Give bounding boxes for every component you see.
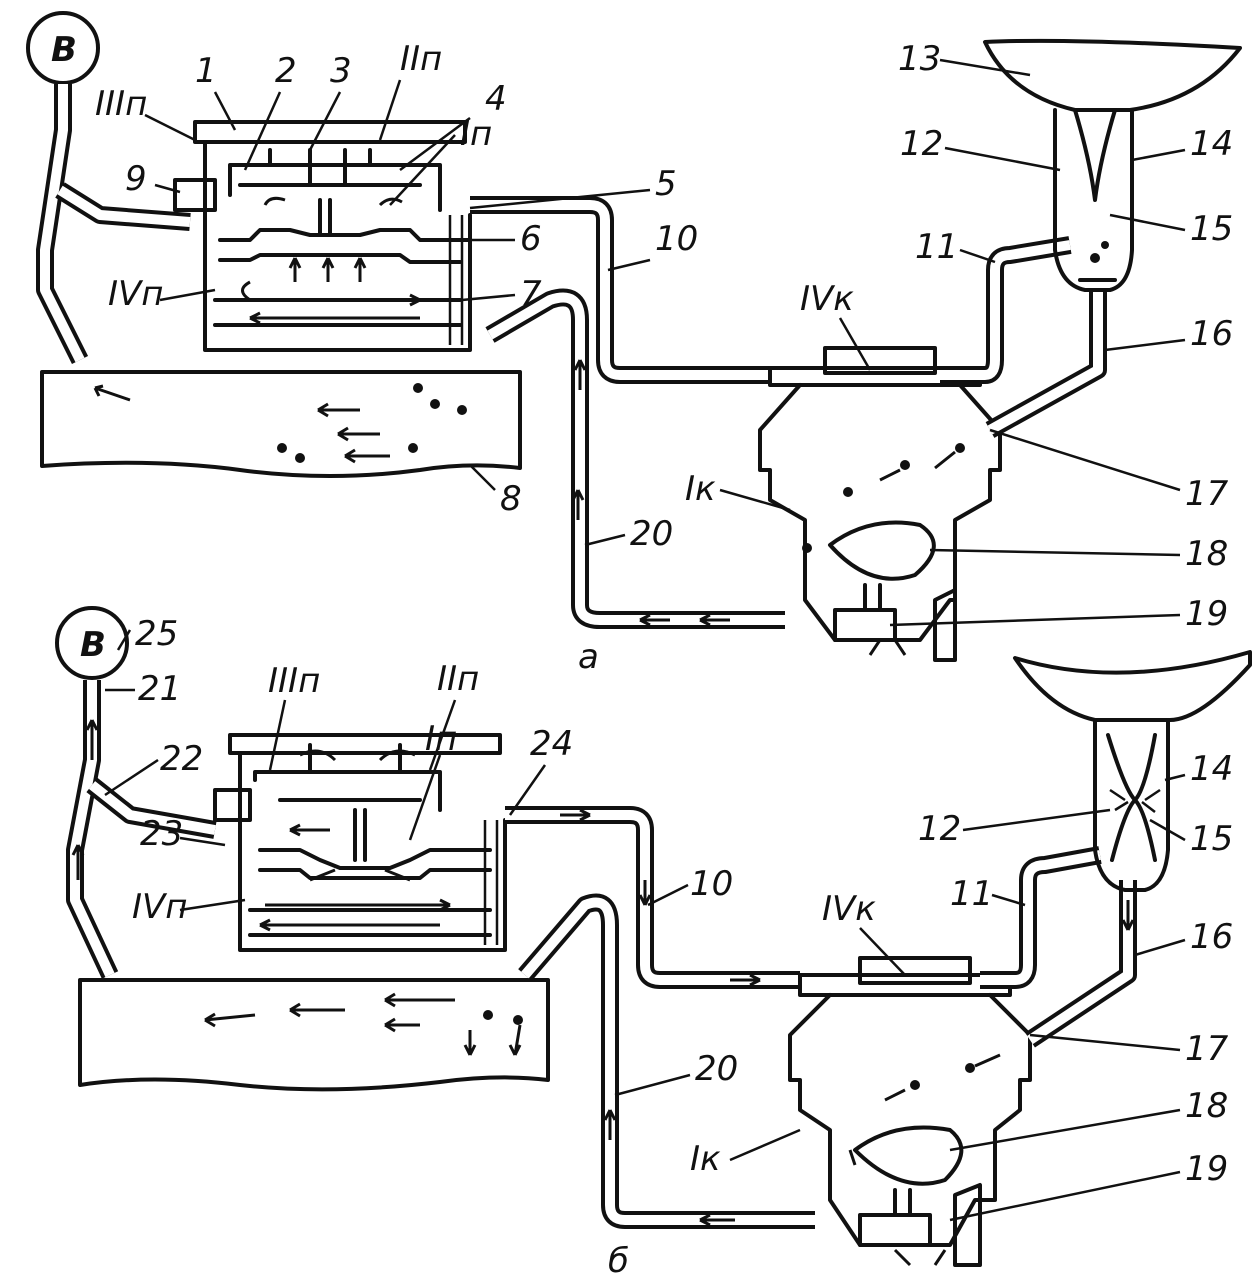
label-14: 14 bbox=[1190, 124, 1233, 164]
label-11: 11 bbox=[915, 227, 958, 267]
label-14-b: 14 bbox=[1190, 749, 1233, 789]
label-25: 25 bbox=[135, 614, 178, 654]
label-chamber-2p: IIп bbox=[400, 39, 442, 79]
caption-a: а bbox=[578, 637, 599, 677]
intake-funnel-a bbox=[983, 38, 1242, 292]
gauge-label: B bbox=[51, 30, 77, 70]
intake-funnel-b bbox=[1013, 650, 1252, 892]
labels-a: 1 2 3 4 5 6 7 8 9 10 11 12 13 14 15 16 1… bbox=[95, 39, 1233, 677]
block-flow-arrows-a bbox=[93, 384, 390, 464]
label-chamber-4p: IVп bbox=[108, 274, 164, 314]
separator-b bbox=[788, 956, 1032, 1267]
label-24: 24 bbox=[530, 724, 573, 764]
label-12: 12 bbox=[900, 124, 943, 164]
label-5: 5 bbox=[655, 164, 677, 204]
label-16-b: 16 bbox=[1190, 917, 1233, 957]
label-chamber-4k-b: IVк bbox=[822, 889, 876, 929]
label-12-b: 12 bbox=[918, 809, 961, 849]
label-2: 2 bbox=[275, 51, 297, 91]
label-21: 21 bbox=[138, 669, 181, 709]
label-9: 9 bbox=[125, 159, 147, 199]
label-chamber-3p: IIIп bbox=[95, 84, 147, 124]
label-18-b: 18 bbox=[1185, 1086, 1228, 1126]
caption-b: б bbox=[608, 1241, 629, 1277]
label-15-b: 15 bbox=[1190, 819, 1233, 859]
gauge-label-b: B bbox=[80, 625, 106, 665]
label-11-b: 11 bbox=[950, 874, 993, 914]
label-chamber-1p: Iп bbox=[460, 114, 492, 154]
label-20-b: 20 bbox=[695, 1049, 738, 1089]
label-19-b: 19 bbox=[1185, 1149, 1228, 1189]
label-3: 3 bbox=[330, 51, 352, 91]
gauge-b: B bbox=[55, 606, 129, 680]
label-18: 18 bbox=[1185, 534, 1228, 574]
regulator-a bbox=[173, 120, 472, 352]
labels-b: 25 21 22 23 24 10 11 12 14 15 16 17 18 1… bbox=[132, 614, 1233, 1277]
label-15: 15 bbox=[1190, 209, 1233, 249]
label-20: 20 bbox=[630, 514, 673, 554]
label-13: 13 bbox=[898, 39, 941, 79]
label-19: 19 bbox=[1185, 594, 1228, 634]
label-8: 8 bbox=[500, 479, 522, 519]
panel-a: B bbox=[26, 11, 1242, 677]
label-chamber-1k-b: Iк bbox=[690, 1139, 721, 1179]
label-17: 17 bbox=[1185, 474, 1229, 514]
label-10-b: 10 bbox=[690, 864, 733, 904]
label-chamber-4p-b: IVп bbox=[132, 887, 188, 927]
engine-block-a bbox=[40, 370, 522, 478]
label-16: 16 bbox=[1190, 314, 1233, 354]
label-chamber-3p-b: IIIп bbox=[268, 661, 320, 701]
label-7: 7 bbox=[520, 274, 542, 314]
label-chamber-4k: IVк bbox=[800, 279, 854, 319]
label-chamber-1k: Iк bbox=[685, 469, 716, 509]
label-22: 22 bbox=[160, 739, 203, 779]
regulator-b bbox=[213, 733, 507, 952]
label-10: 10 bbox=[655, 219, 698, 259]
label-23: 23 bbox=[140, 814, 183, 854]
label-17-b: 17 bbox=[1185, 1029, 1229, 1069]
gauge-a: B bbox=[26, 11, 100, 85]
panel-b: B bbox=[55, 606, 1252, 1277]
separator-a bbox=[758, 346, 1002, 662]
engine-block-b bbox=[78, 978, 550, 1092]
label-4: 4 bbox=[485, 79, 507, 119]
label-6: 6 bbox=[520, 219, 542, 259]
label-1: 1 bbox=[195, 51, 217, 91]
label-chamber-2p-b: IIп bbox=[437, 659, 479, 699]
regulator-flow-arrows-a bbox=[241, 196, 421, 325]
